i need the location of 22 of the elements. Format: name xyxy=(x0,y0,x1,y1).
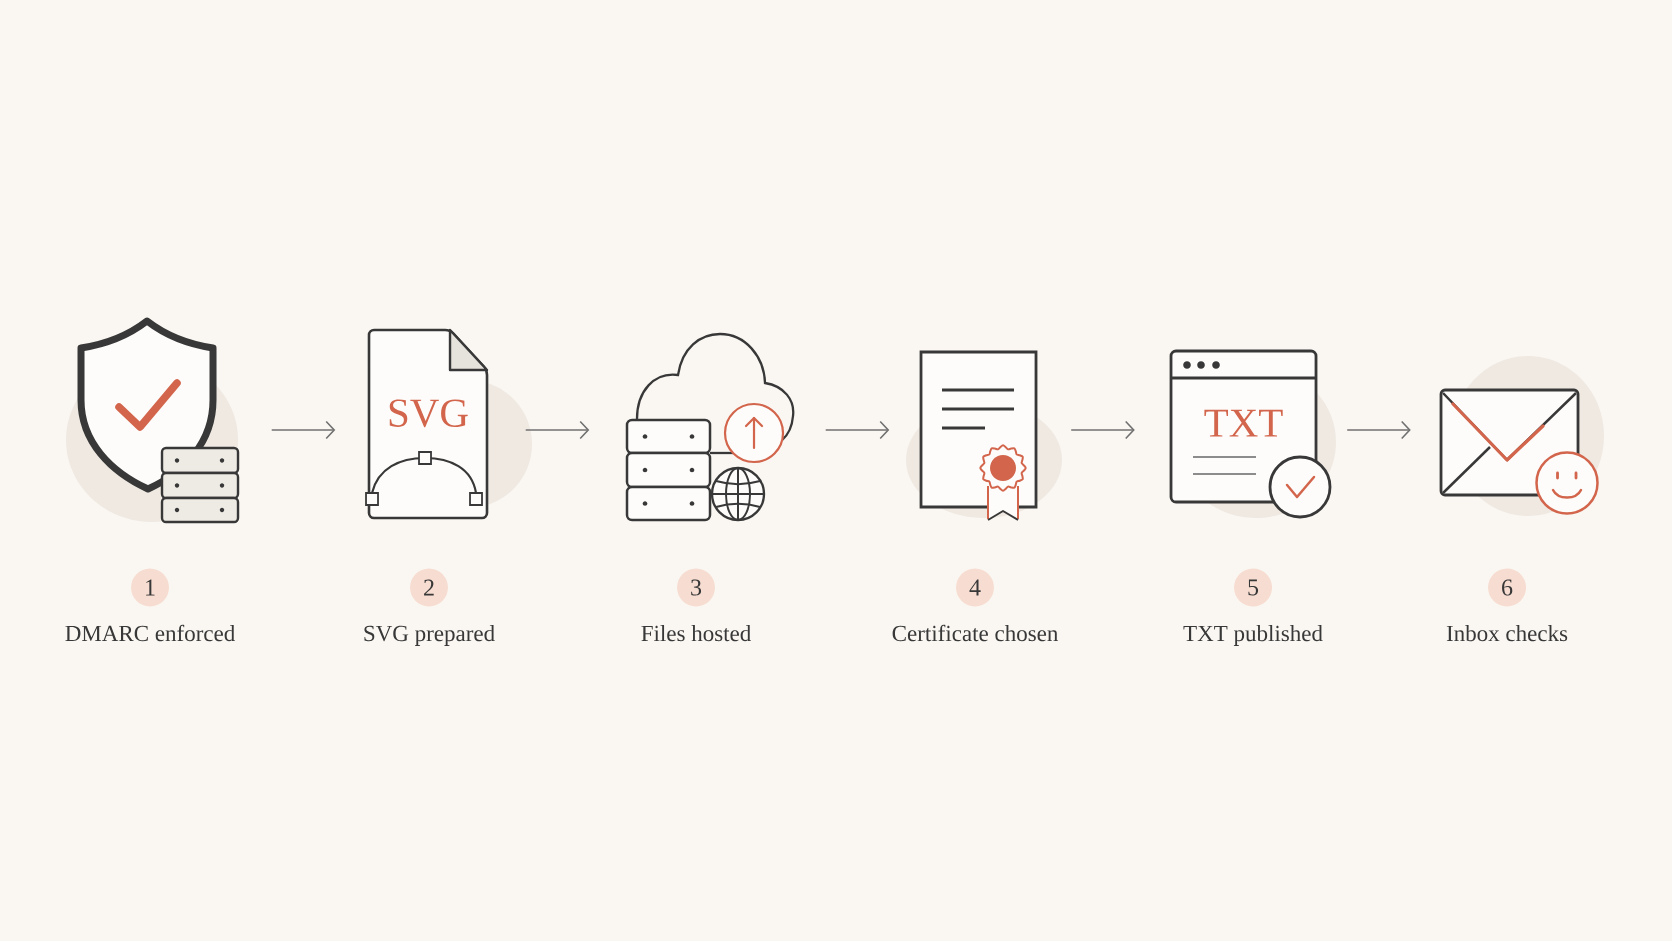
arrow xyxy=(1346,420,1411,440)
number-badge: 1 xyxy=(131,568,169,607)
certificate-icon xyxy=(919,350,1038,521)
step-label: Files hosted xyxy=(641,625,751,642)
cloud-server-icon xyxy=(625,332,795,522)
browser-window: TXT xyxy=(1169,349,1318,504)
step-label: Certificate chosen xyxy=(892,624,1059,642)
shield-icon xyxy=(77,317,240,524)
step-label: TXT published xyxy=(1183,625,1323,646)
step-label: DMARC enforced xyxy=(65,624,235,642)
number-badge: 3 xyxy=(677,568,715,607)
arrow xyxy=(524,420,590,440)
number-badge: 6 xyxy=(1488,568,1526,607)
step-label: Inbox checks xyxy=(1446,625,1568,642)
arrow xyxy=(1070,420,1135,440)
number-badge: 5 xyxy=(1234,568,1272,607)
envelope-icon xyxy=(1439,388,1599,515)
step-label: SVG prepared xyxy=(364,625,495,646)
number-badge: 2 xyxy=(410,568,448,607)
arrow xyxy=(270,420,336,440)
arrow xyxy=(824,420,890,440)
number-badge: 4 xyxy=(956,568,994,607)
